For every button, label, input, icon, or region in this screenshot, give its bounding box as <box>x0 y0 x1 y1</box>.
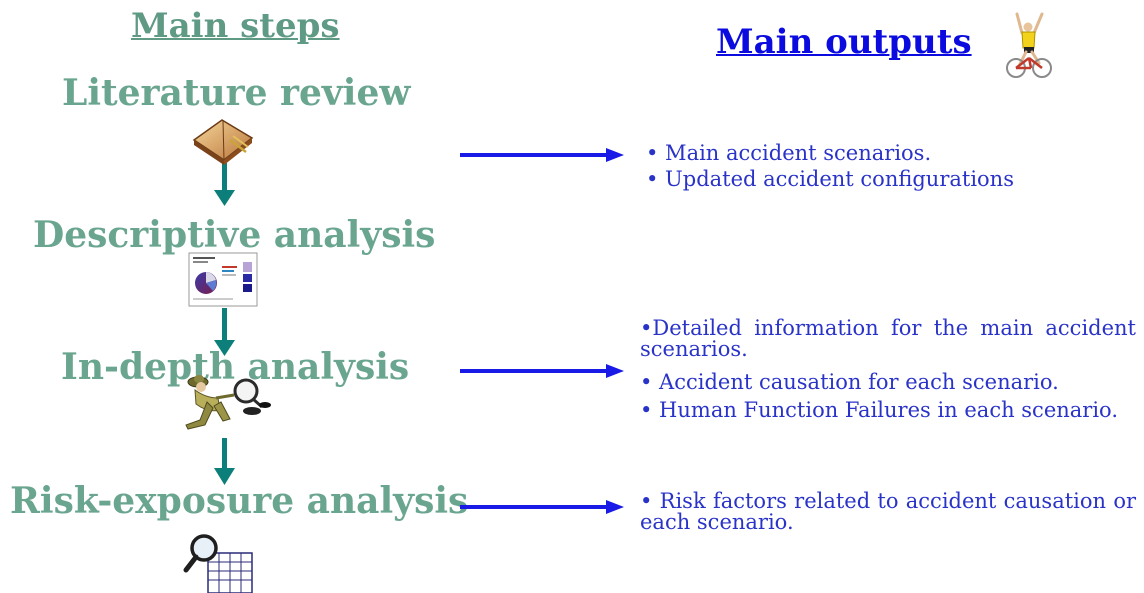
flow-arrow-1 <box>214 163 235 206</box>
main-steps-heading: Main steps <box>131 6 340 46</box>
flow-arrow-3 <box>214 438 235 485</box>
cyclist-celebrating-icon <box>1006 12 1052 78</box>
detective-magnifier-icon <box>185 375 271 430</box>
output-item: •Detailed information for the main accid… <box>640 316 1136 361</box>
outputs-in-depth-analysis: •Detailed information for the main accid… <box>640 318 1136 428</box>
step-in-depth-analysis: In-depth analysis <box>61 346 410 388</box>
flow-arrow-2 <box>214 308 235 356</box>
book-icon <box>192 119 254 165</box>
outputs-literature-review: • Main accident scenarios. • Updated acc… <box>646 143 1142 195</box>
step-literature-review: Literature review <box>62 72 411 114</box>
output-arrow-3 <box>460 500 624 514</box>
step-risk-exposure-analysis: Risk-exposure analysis <box>10 480 469 522</box>
output-item: • Updated accident configurations <box>646 167 1014 191</box>
output-item: • Human Function Failures in each scenar… <box>640 398 1118 422</box>
magnifier-spreadsheet-icon <box>183 534 253 593</box>
pie-chart-report-icon <box>188 252 258 307</box>
output-arrow-2 <box>460 364 624 378</box>
output-arrow-1 <box>460 148 624 162</box>
output-item: • Main accident scenarios. <box>646 141 932 165</box>
output-item: • Accident causation for each scenario. <box>640 370 1059 394</box>
step-descriptive-analysis: Descriptive analysis <box>33 214 436 256</box>
main-outputs-heading: Main outputs <box>716 22 972 62</box>
outputs-risk-exposure-analysis: • Risk factors related to accident causa… <box>640 491 1136 533</box>
output-item: • Risk factors related to accident causa… <box>640 489 1136 534</box>
